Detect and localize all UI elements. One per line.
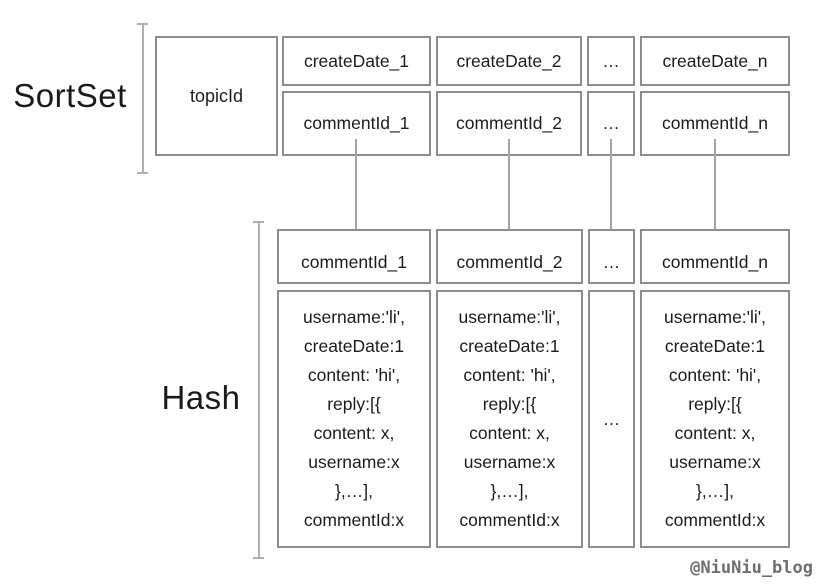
- hash-value-cell-2: username:'li', createDate:1 content: 'hi…: [436, 290, 583, 548]
- hash-key-cell-1: commentId_1: [277, 229, 431, 284]
- sortset-key-cell: topicId: [155, 36, 278, 156]
- sortset-score-cell-1: createDate_1: [282, 36, 431, 86]
- sortset-bracket: [137, 23, 148, 174]
- sortset-label: SortSet: [13, 77, 127, 114]
- hash-key-cell-n: commentId_n: [640, 229, 790, 284]
- sortset-score-cell-2: createDate_2: [436, 36, 582, 86]
- watermark-text: @NiuNiu_blog: [690, 558, 813, 578]
- hash-bracket: [253, 221, 264, 559]
- hash-value-cell-dots: …: [588, 290, 635, 548]
- arrow-shaft: [508, 139, 510, 238]
- sortset-score-cell-n: createDate_n: [640, 36, 790, 86]
- hash-label: Hash: [161, 379, 241, 416]
- arrow-shaft: [714, 139, 716, 238]
- arrow-shaft: [610, 139, 612, 238]
- hash-value-cell-n: username:'li', createDate:1 content: 'hi…: [640, 290, 790, 548]
- sortset-score-cell-dots: …: [587, 36, 635, 86]
- hash-key-cell-2: commentId_2: [436, 229, 583, 284]
- hash-value-cell-1: username:'li', createDate:1 content: 'hi…: [277, 290, 431, 548]
- hash-key-cell-dots: …: [588, 229, 635, 284]
- arrow-shaft: [355, 139, 357, 238]
